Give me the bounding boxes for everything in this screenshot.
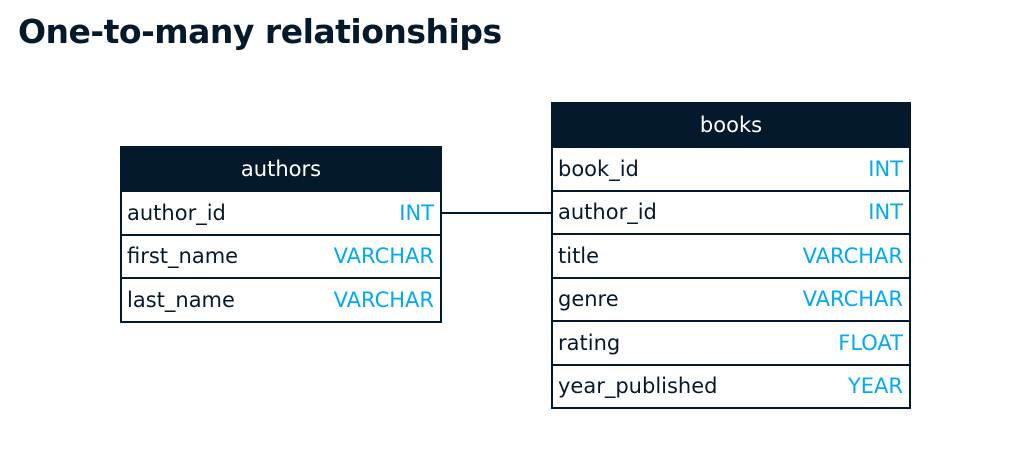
field-type: INT bbox=[399, 200, 434, 225]
books-table-header: books bbox=[553, 104, 909, 146]
field-type: VARCHAR bbox=[802, 243, 903, 268]
field-name: genre bbox=[558, 287, 619, 312]
books-field-genre: genre VARCHAR bbox=[553, 276, 909, 321]
field-name: rating bbox=[558, 330, 621, 355]
books-field-rating: rating FLOAT bbox=[553, 320, 909, 364]
field-type: FLOAT bbox=[838, 330, 903, 355]
field-name: book_id bbox=[558, 156, 639, 181]
field-type: INT bbox=[868, 200, 903, 225]
field-name: author_id bbox=[558, 200, 657, 225]
field-name: title bbox=[558, 243, 600, 268]
authors-field-author-id: author_id INT bbox=[122, 190, 440, 234]
field-name: last_name bbox=[127, 287, 235, 312]
authors-field-last-name: last_name VARCHAR bbox=[122, 277, 440, 321]
books-field-title: title VARCHAR bbox=[553, 233, 909, 277]
field-type: VARCHAR bbox=[333, 287, 434, 312]
field-type: YEAR bbox=[847, 374, 903, 399]
field-name: author_id bbox=[127, 200, 226, 225]
books-field-author-id: author_id INT bbox=[553, 189, 909, 234]
field-name: first_name bbox=[127, 244, 239, 269]
books-table: books book_id INT author_id INT title VA… bbox=[551, 102, 911, 409]
authors-table: authors author_id INT first_name VARCHAR… bbox=[120, 146, 442, 323]
page-title: One-to-many relationships bbox=[18, 12, 502, 51]
field-type: VARCHAR bbox=[333, 244, 434, 269]
books-field-book-id: book_id INT bbox=[553, 146, 909, 190]
field-name: year_published bbox=[558, 374, 718, 399]
field-type: VARCHAR bbox=[802, 287, 903, 312]
books-field-year-published: year_published YEAR bbox=[553, 363, 909, 408]
authors-table-header: authors bbox=[122, 148, 440, 190]
field-type: INT bbox=[868, 156, 903, 181]
authors-field-first-name: first_name VARCHAR bbox=[122, 233, 440, 278]
